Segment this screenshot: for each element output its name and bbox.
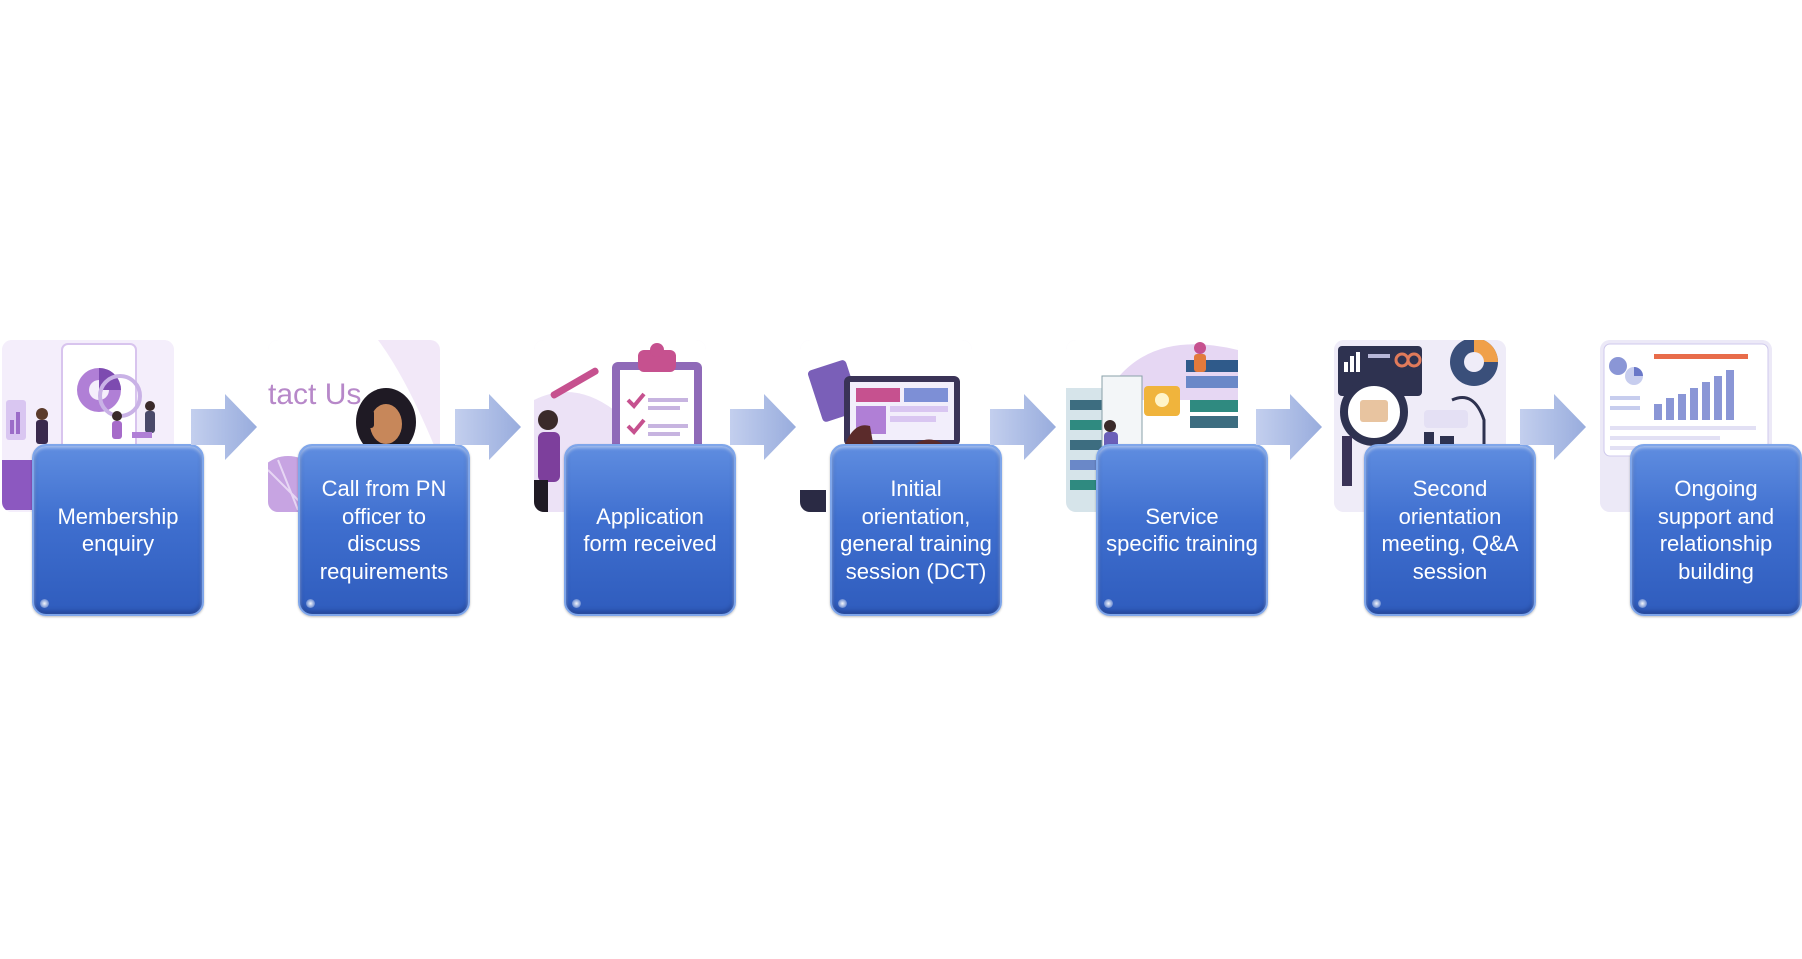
step-label: Membership enquiry — [57, 503, 179, 557]
process-step: tact Us Call from PN officer to discuss … — [268, 340, 474, 616]
right-arrow-icon — [990, 394, 1056, 460]
step-card: Ongoing support and relationship buildin… — [1630, 444, 1802, 616]
process-step: Application form received — [534, 340, 740, 616]
step-label: Call from PN officer to discuss requirem… — [319, 476, 449, 584]
step-label: Service specific training — [1106, 503, 1258, 557]
step-card: Call from PN officer to discuss requirem… — [298, 444, 470, 616]
process-step: Ongoing support and relationship buildin… — [1600, 340, 1802, 616]
step-label: Application form received — [583, 503, 717, 557]
dashboard-magnifier-illustration — [1334, 340, 1506, 512]
right-arrow-icon — [191, 394, 257, 460]
step-label: Initial orientation, general training se… — [840, 476, 992, 584]
step-card: Second orientation meeting, Q&A session — [1364, 444, 1536, 616]
right-arrow-icon — [455, 394, 521, 460]
step-card: Application form received — [564, 444, 736, 616]
books-idea-illustration — [1066, 340, 1238, 512]
step-card: Membership enquiry — [32, 444, 204, 616]
right-arrow-icon — [730, 394, 796, 460]
right-arrow-icon — [1520, 394, 1586, 460]
step-label: Ongoing support and relationship buildin… — [1657, 476, 1775, 584]
process-step: Service specific training — [1066, 340, 1272, 616]
step-card: Initial orientation, general training se… — [830, 444, 1002, 616]
analytics-team-illustration — [2, 340, 174, 512]
process-step: Second orientation meeting, Q&A session — [1334, 340, 1540, 616]
process-step: Initial orientation, general training se… — [800, 340, 1006, 616]
step-label: Second orientation meeting, Q&A session — [1381, 476, 1519, 584]
right-arrow-icon — [1256, 394, 1322, 460]
illustration-caption: tact Us — [268, 378, 362, 411]
process-step: Membership enquiry — [2, 340, 208, 616]
step-card: Service specific training — [1096, 444, 1268, 616]
